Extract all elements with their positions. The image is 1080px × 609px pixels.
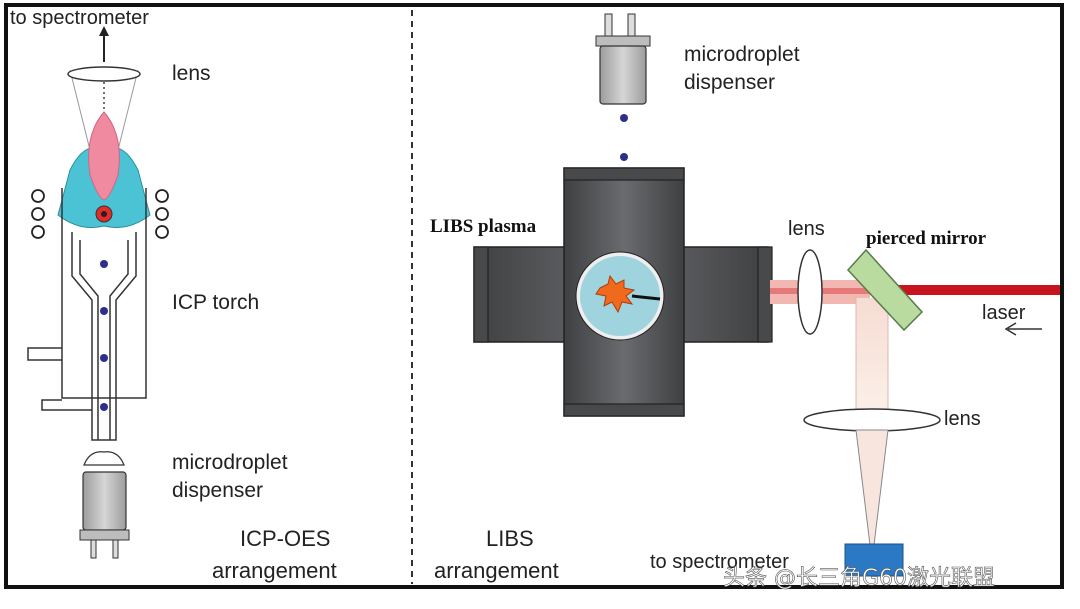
- left-arrow-head: [99, 26, 109, 36]
- laser-label: laser: [982, 302, 1026, 324]
- libs-plasma-spark: [595, 274, 636, 314]
- left-dispenser-base: [79, 529, 130, 541]
- chamber-flange-top: [563, 167, 685, 181]
- spectrometer-detector: [844, 543, 904, 577]
- plasma-core-dot: [101, 211, 107, 217]
- droplet: [100, 354, 108, 362]
- droplet: [620, 114, 628, 122]
- collection-beam: [856, 298, 888, 418]
- right-dispenser-label-1: microdroplet: [684, 43, 800, 66]
- dispenser-nozzle: [83, 451, 125, 466]
- pierced-mirror: [846, 248, 924, 332]
- left-caption-1: ICP-OES: [240, 526, 330, 551]
- left-dispenser-label-2: dispenser: [172, 479, 263, 502]
- left-dispenser-pin: [112, 539, 119, 559]
- libs-plasma-label: LIBS plasma: [430, 216, 537, 237]
- cone-line-right: [117, 69, 139, 151]
- right-lens-upper-label: lens: [788, 218, 825, 240]
- left-caption-2: arrangement: [212, 558, 337, 583]
- chamber-flange-left: [473, 246, 489, 343]
- left-lens-label: lens: [172, 62, 211, 85]
- icp-torch-body: [27, 188, 147, 441]
- right-lens-lower: [803, 408, 941, 432]
- right-caption-2: arrangement: [434, 558, 559, 583]
- right-lens-lower-label: lens: [944, 408, 981, 430]
- sample-pin: [631, 294, 661, 301]
- left-to-spectrometer-label: to spectrometer: [10, 7, 149, 29]
- libs-panel: [473, 13, 1060, 577]
- icp-oes-panel: [27, 26, 169, 559]
- right-dispenser-label-2: dispenser: [684, 71, 775, 94]
- plasma-pink: [88, 111, 120, 201]
- right-dispenser-body: [599, 45, 647, 105]
- outer-frame: [4, 3, 1064, 589]
- focusing-cone: [855, 429, 889, 546]
- right-to-spectrometer-label: to spectrometer: [650, 551, 789, 573]
- cone-line-left: [69, 69, 91, 151]
- left-dispenser-body: [82, 471, 127, 531]
- droplet: [620, 153, 628, 161]
- left-dispenser-label-1: microdroplet: [172, 451, 288, 474]
- laser-beam: [870, 285, 1060, 295]
- droplet: [100, 403, 108, 411]
- chamber-flange-right: [757, 246, 773, 343]
- right-dispenser-cap: [595, 35, 651, 47]
- right-dispenser-pin: [627, 13, 636, 39]
- left-droplets: [100, 260, 108, 460]
- pierced-mirror-label: pierced mirror: [866, 228, 987, 249]
- right-dispenser-pin: [604, 13, 613, 39]
- droplet: [100, 307, 108, 315]
- left-lens: [67, 66, 141, 82]
- right-lens-upper: [797, 249, 823, 335]
- icp-torch-label: ICP torch: [172, 291, 259, 314]
- chamber-window-rim: [575, 251, 665, 341]
- left-dispenser-pin: [90, 539, 97, 559]
- droplet: [100, 260, 108, 268]
- laser-arrow-head: [1004, 322, 1017, 336]
- chamber-flange-bottom: [563, 403, 685, 417]
- watermark: 头条 @长三角G60激光联盟: [723, 566, 995, 591]
- rf-coils: [31, 189, 169, 239]
- right-caption-1: LIBS: [486, 526, 534, 551]
